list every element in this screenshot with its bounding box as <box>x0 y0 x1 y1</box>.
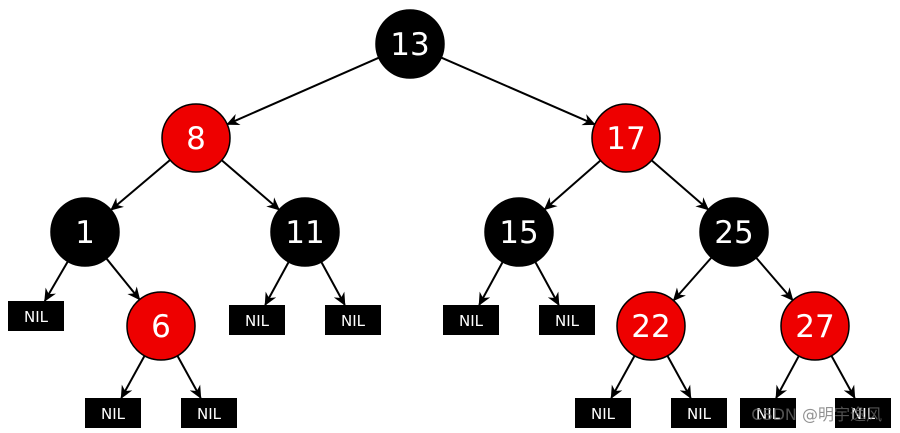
tree-node-11: 11 <box>270 197 340 267</box>
edge-arrow <box>221 159 281 211</box>
edge-arrow <box>320 261 346 306</box>
tree-node-15: 15 <box>484 197 554 267</box>
edge-arrow <box>775 355 800 399</box>
node-circle-black <box>484 197 554 267</box>
edge-arrow <box>226 56 380 126</box>
node-circle-red <box>616 291 686 361</box>
nil-leaf: NIL <box>8 301 64 331</box>
edge-arrow <box>672 256 713 302</box>
nil-leaf: NIL <box>575 398 631 428</box>
nil-label: NIL <box>851 405 876 423</box>
nil-label: NIL <box>101 405 126 423</box>
nil-label: NIL <box>459 312 484 330</box>
node-label: 6 <box>151 309 171 345</box>
edge-arrow <box>610 355 636 399</box>
nil-label: NIL <box>341 312 366 330</box>
edge-arrow <box>543 159 602 211</box>
nil-box <box>539 305 595 335</box>
nil-label: NIL <box>245 312 270 330</box>
node-circle-black <box>699 197 769 267</box>
node-label: 22 <box>631 309 670 345</box>
nil-label: NIL <box>591 405 616 423</box>
tree-node-1: 1 <box>50 197 120 267</box>
node-label: 13 <box>390 27 429 63</box>
tree-node-6: 6 <box>126 291 196 361</box>
nil-box <box>325 305 381 335</box>
edge-arrow <box>830 355 856 399</box>
edge-arrow <box>755 257 794 302</box>
node-label: 25 <box>714 215 753 251</box>
edge-arrow <box>43 260 69 302</box>
node-label: 15 <box>499 215 538 251</box>
nil-box <box>835 398 891 428</box>
nil-leaf: NIL <box>443 305 499 335</box>
nil-box <box>740 398 796 428</box>
nil-leaf: NIL <box>325 305 381 335</box>
tree-node-8: 8 <box>161 103 231 173</box>
edge-arrow <box>110 159 171 211</box>
node-circle-black <box>270 197 340 267</box>
node-circle-black <box>50 197 120 267</box>
nil-box <box>229 305 285 335</box>
node-label: 1 <box>75 215 95 251</box>
tree-node-17: 17 <box>591 103 661 173</box>
edge-arrow <box>440 56 596 126</box>
tree-node-13: 13 <box>375 9 445 79</box>
node-label: 17 <box>606 121 645 157</box>
nil-leaf: NIL <box>85 398 141 428</box>
nil-leaf: NIL <box>539 305 595 335</box>
edge-arrow <box>105 257 141 301</box>
nil-label: NIL <box>756 405 781 423</box>
nil-leaf: NIL <box>671 398 727 428</box>
node-circle-red <box>161 103 231 173</box>
tree-node-22: 22 <box>616 291 686 361</box>
node-circle-red <box>126 291 196 361</box>
nil-leaf: NIL <box>740 398 796 428</box>
nil-box <box>671 398 727 428</box>
edge-arrow <box>176 355 202 399</box>
node-circle-red <box>591 103 661 173</box>
nil-box <box>181 398 237 428</box>
edge-arrow <box>650 159 710 211</box>
node-label: 27 <box>795 309 834 345</box>
nil-leaf: NIL <box>835 398 891 428</box>
nil-box <box>8 301 64 331</box>
edge-arrow <box>666 355 692 399</box>
nil-label: NIL <box>687 405 712 423</box>
tree-node-25: 25 <box>699 197 769 267</box>
edge-arrow <box>264 261 290 306</box>
node-circle-black <box>375 9 445 79</box>
node-circle-red <box>780 291 850 361</box>
tree-node-27: 27 <box>780 291 850 361</box>
nil-label: NIL <box>197 405 222 423</box>
node-label: 8 <box>186 121 206 157</box>
nil-box <box>443 305 499 335</box>
node-label: 11 <box>285 215 324 251</box>
edge-arrow <box>478 261 504 306</box>
nil-box <box>85 398 141 428</box>
nil-leaf: NIL <box>181 398 237 428</box>
nil-box <box>575 398 631 428</box>
nil-leaf: NIL <box>229 305 285 335</box>
nil-label: NIL <box>24 308 49 326</box>
edge-arrow <box>534 261 560 306</box>
edges-layer <box>43 56 856 399</box>
nil-label: NIL <box>555 312 580 330</box>
edge-arrow <box>120 355 146 399</box>
